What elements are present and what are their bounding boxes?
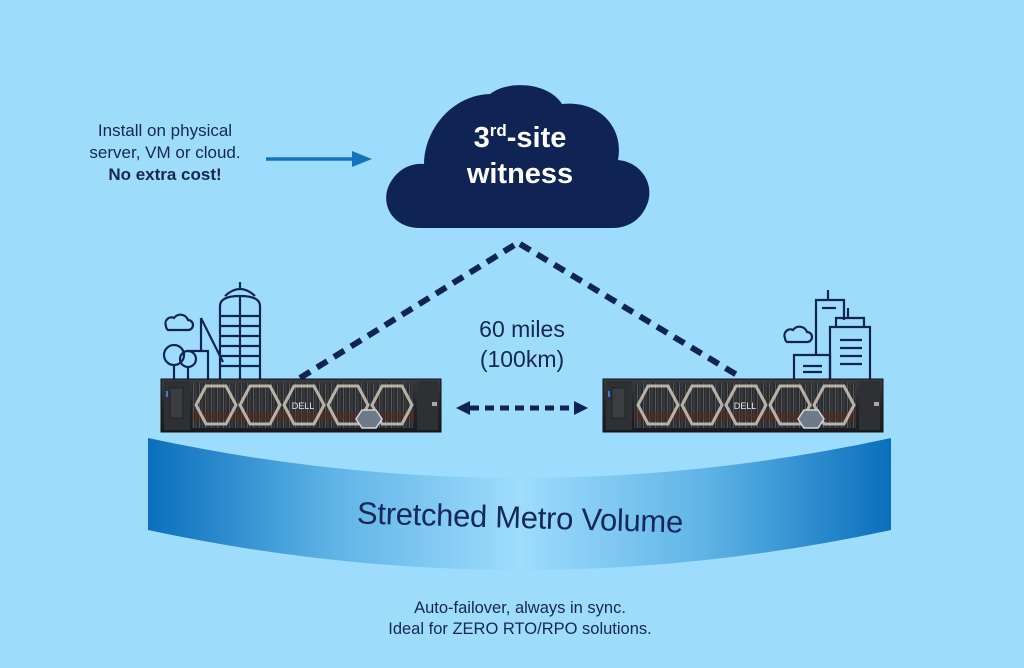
left-witness-link [298, 241, 518, 381]
witness-label-superscript: rd [489, 121, 507, 140]
stretched-volume-cylinder [148, 438, 891, 570]
left-server-brand: DELL [292, 401, 315, 411]
witness-cloud-icon [386, 85, 650, 228]
replication-arrow-icon [456, 401, 588, 415]
witness-label-line2: witness [466, 158, 574, 190]
right-witness-link [518, 241, 744, 381]
distance-miles: 60 miles [479, 316, 565, 342]
footer-line1: Auto-failover, always in sync. [414, 599, 626, 617]
distance-label: 60 miles (100km) [440, 314, 604, 374]
right-server: DELL [602, 378, 884, 433]
footer-line2: Ideal for ZERO RTO/RPO solutions. [388, 620, 652, 638]
install-arrow-icon [266, 151, 372, 167]
left-city-icon [162, 282, 262, 379]
right-server-brand: DELL [734, 401, 757, 411]
left-server: DELL [160, 378, 442, 433]
install-note-cost: No extra cost! [108, 165, 222, 184]
install-note: Install on physical server, VM or cloud.… [60, 120, 270, 186]
right-city-icon [783, 290, 872, 379]
install-note-line2: server, VM or cloud. [89, 143, 241, 162]
footer-note: Auto-failover, always in sync. Ideal for… [340, 598, 700, 640]
witness-label-prefix: 3 [473, 122, 490, 154]
install-note-line1: Install on physical [97, 121, 233, 140]
distance-km: (100km) [479, 346, 565, 372]
witness-label: 3rd-site witness [430, 120, 610, 192]
witness-label-suffix: -site [506, 122, 567, 154]
